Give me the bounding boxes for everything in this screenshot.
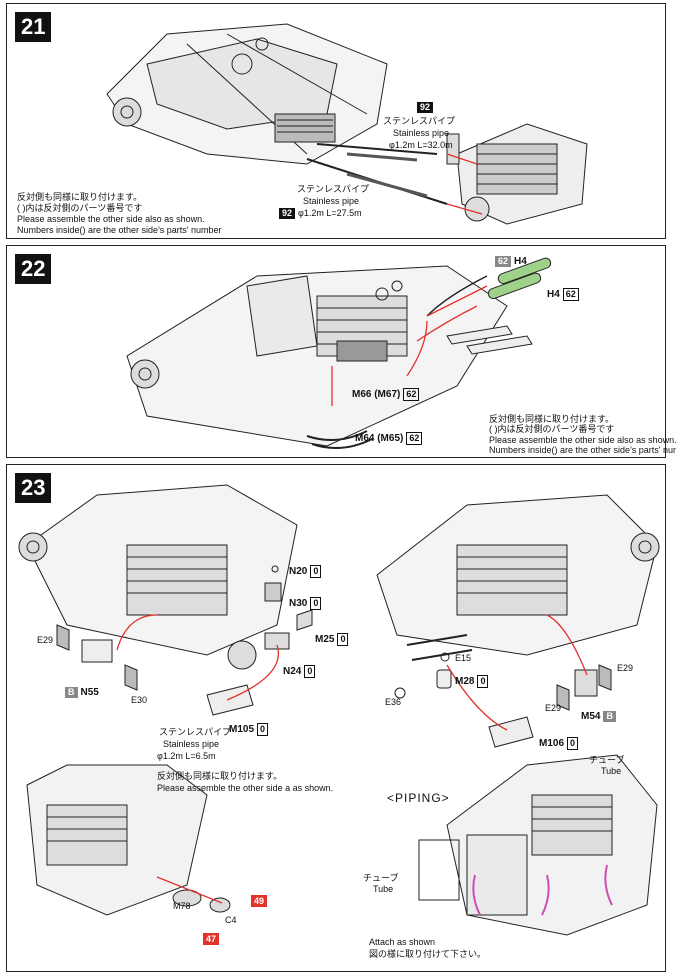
h4-bottom-part-badge: 62 [562, 288, 579, 301]
note-en-2: Numbers inside() are the other side's pa… [489, 445, 676, 455]
c4-label: C4 [225, 915, 237, 925]
n24-name: N24 [283, 666, 302, 677]
note-en-1: Please assemble the other side also as s… [17, 214, 205, 224]
step-number: 23 [15, 473, 52, 503]
m78-label: M78 [173, 901, 191, 911]
tube-left-jp: チューブ [363, 873, 399, 883]
pipe-long-label-jp: ステンレスパイプ [383, 116, 456, 126]
note-jp-2: ( )内は反対側のパーツ番号です [489, 424, 615, 434]
pipe-long-label-en: Stainless pipe [393, 128, 450, 138]
e29-right-label-2: E29 [545, 703, 562, 713]
step-21-panel: 21 92 ステンレスパイプ Stainless pipe φ1.2m L=32… [6, 3, 666, 239]
n20-part-badge: 0 [310, 565, 322, 578]
note-jp: 反対側も同様に取り付けます。 [157, 771, 283, 781]
note-jp-2: ( )内は反対側のパーツ番号です [17, 203, 143, 213]
pipe-short-part-badge: 92 [279, 208, 296, 219]
m25-name: M25 [315, 634, 335, 645]
step-number: 21 [15, 12, 52, 42]
h4-top-name: H4 [514, 256, 527, 267]
m106-part-badge: 0 [567, 737, 579, 750]
step-number: 22 [15, 254, 52, 284]
note-en: Please assemble the other side a as show… [157, 783, 334, 793]
pipe-dimension: φ1.2m L=6.5m [157, 751, 216, 761]
e29-right-label: E29 [617, 663, 634, 673]
attach-jp: 図の様に取り付けて下さい。 [369, 949, 487, 959]
n20-name: N20 [289, 566, 308, 577]
m66-label: M66 (M67)62 [352, 388, 420, 401]
m64-name: M64 (M65) [355, 433, 404, 444]
note-en-1: Please assemble the other side also as s… [489, 435, 676, 445]
pipe-short-dimension: φ1.2m L=27.5m [298, 208, 362, 218]
piping-title: <PIPING> [387, 791, 450, 805]
tube-right-en: Tube [601, 766, 622, 776]
pipe-long-part-badge: 92 [417, 102, 436, 113]
m105-part-badge: 0 [257, 723, 269, 736]
step-22-illustration [126, 257, 552, 449]
m106-name: M106 [539, 738, 565, 749]
n55-name: N55 [80, 687, 99, 698]
note-en-2: Numbers inside() are the other side's pa… [17, 225, 222, 235]
n24-part-badge: 0 [304, 665, 316, 678]
h4-bottom-name: H4 [547, 289, 560, 300]
pipe-short-label-jp: ステンレスパイプ [297, 184, 370, 194]
m64-part-badge: 62 [406, 432, 423, 445]
m66-name: M66 (M67) [352, 389, 401, 400]
attach-en: Attach as shown [369, 937, 436, 947]
e15-label: E15 [455, 653, 472, 663]
part-49-badge: 49 [251, 895, 268, 907]
tube-right-jp: チューブ [589, 755, 625, 765]
m54-name: M54 [581, 711, 601, 722]
m28-name: M28 [455, 676, 475, 687]
pipe-label-en: Stainless pipe [163, 739, 220, 749]
e36-label: E36 [385, 697, 402, 707]
e29-left-label: E29 [37, 635, 54, 645]
n55-part-badge: B [65, 687, 78, 698]
m105-name: M105 [229, 724, 255, 735]
m28-part-badge: 0 [477, 675, 489, 688]
pipe-label-jp: ステンレスパイプ [159, 727, 232, 737]
pipe-long-dimension: φ1.2m L=32.0m [389, 140, 453, 150]
pipe-short-label-en: Stainless pipe [303, 196, 360, 206]
note-jp-1: 反対側も同様に取り付けます。 [489, 414, 615, 424]
tube-left-en: Tube [373, 884, 394, 894]
m25-part-badge: 0 [337, 633, 349, 646]
step-21-illustration [106, 23, 588, 225]
m66-part-badge: 62 [403, 388, 420, 401]
e30-label: E30 [131, 695, 148, 705]
m54-part-badge: B [603, 711, 616, 722]
step-23-illustration [18, 484, 660, 936]
note-jp-1: 反対側も同様に取り付けます。 [17, 192, 143, 202]
n30-name: N30 [289, 598, 308, 609]
m64-label: M64 (M65)62 [355, 432, 423, 445]
h4-top-part-badge: 62 [495, 256, 512, 267]
part-47-badge: 47 [203, 933, 220, 945]
n30-part-badge: 0 [310, 597, 322, 610]
